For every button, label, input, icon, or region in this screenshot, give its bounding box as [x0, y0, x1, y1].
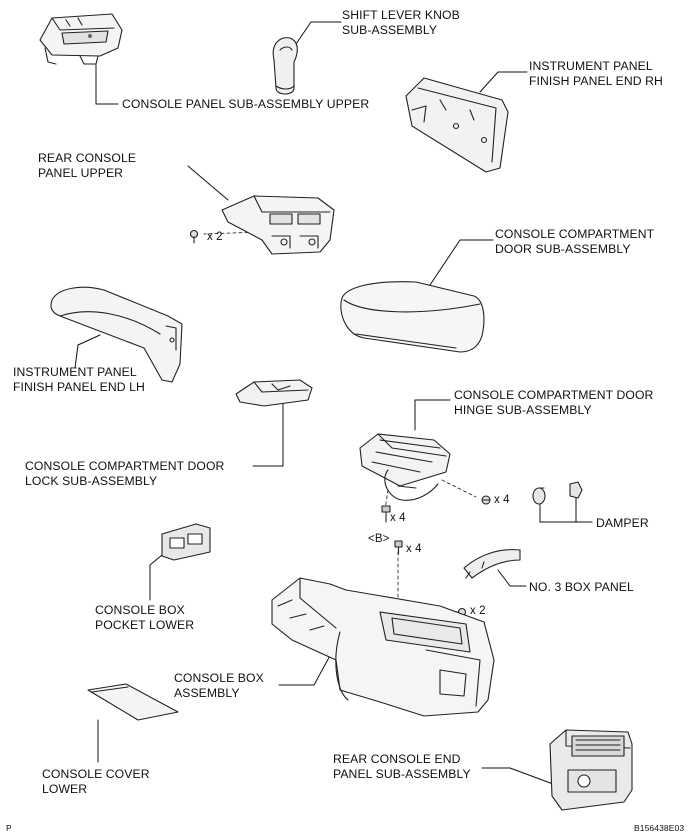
label-finish-panel-lh: INSTRUMENT PANEL FINISH PANEL END LH [13, 365, 145, 395]
label-line: CONSOLE BOX [95, 603, 185, 617]
label-line: DAMPER [596, 516, 649, 530]
label-line: PANEL SUB-ASSEMBLY [333, 767, 471, 781]
label-line: CONSOLE COMPARTMENT DOOR [25, 459, 225, 473]
label-cover-lower: CONSOLE COVER LOWER [42, 767, 150, 797]
label-door-lock: CONSOLE COMPARTMENT DOOR LOCK SUB-ASSEMB… [25, 459, 224, 489]
label-line: REAR CONSOLE END [333, 752, 461, 766]
screw-icon [481, 495, 491, 505]
label-line: CONSOLE COMPARTMENT DOOR [454, 388, 654, 402]
label-line: CONSOLE COVER [42, 767, 150, 781]
label-finish-panel-rh: INSTRUMENT PANEL FINISH PANEL END RH [529, 59, 663, 89]
b-marker: <B> [368, 533, 390, 545]
bolt-icon [394, 540, 403, 555]
compartment-door-part [340, 281, 485, 353]
label-compartment-door: CONSOLE COMPARTMENT DOOR SUB-ASSEMBLY [495, 227, 654, 257]
rear-console-upper-part [221, 195, 335, 255]
cover-lower-part [87, 683, 179, 721]
label-box-assembly: CONSOLE BOX ASSEMBLY [174, 671, 264, 701]
clip-icon [189, 229, 199, 244]
label-line: LOWER [42, 782, 88, 796]
damper-part [532, 487, 546, 505]
label-line: INSTRUMENT PANEL [529, 59, 653, 73]
label-line: LOCK SUB-ASSEMBLY [25, 474, 158, 488]
label-door-hinge: CONSOLE COMPARTMENT DOOR HINGE SUB-ASSEM… [454, 388, 653, 418]
label-line: DOOR SUB-ASSEMBLY [495, 242, 631, 256]
fastener-count-hinge-right: x 4 [494, 494, 510, 506]
label-line: CONSOLE BOX [174, 671, 264, 685]
screw-icon [381, 505, 391, 523]
label-box-pocket-lower: CONSOLE BOX POCKET LOWER [95, 603, 194, 633]
label-console-panel-upper: CONSOLE PANEL SUB-ASSEMBLY UPPER [122, 97, 369, 112]
label-line: INSTRUMENT PANEL [13, 365, 137, 379]
shift-knob-part [272, 37, 298, 95]
figure-code: B156438E03 [634, 823, 685, 833]
label-line: SHIFT LEVER KNOB [342, 8, 460, 22]
label-line: ASSEMBLY [174, 686, 240, 700]
finish-panel-rh-part [405, 77, 509, 173]
door-hinge-part [359, 433, 451, 501]
label-no3-box-panel: NO. 3 BOX PANEL [529, 580, 634, 595]
rear-end-panel-part [549, 729, 633, 811]
label-line: SUB-ASSEMBLY [342, 23, 438, 37]
fastener-count-b-bolts: x 4 [406, 543, 422, 555]
no3-box-panel-part [463, 549, 521, 579]
fastener-count-box-clips: x 2 [470, 605, 486, 617]
finish-panel-lh-part [50, 286, 183, 383]
fastener-count-rear-upper: x 2 [207, 231, 223, 243]
label-line: CONSOLE PANEL SUB-ASSEMBLY UPPER [122, 97, 370, 111]
label-shift-lever-knob: SHIFT LEVER KNOB SUB-ASSEMBLY [342, 8, 460, 38]
console-box-part [271, 577, 495, 717]
fastener-count-hinge-left: x 4 [390, 512, 406, 524]
door-lock-part [235, 379, 313, 407]
label-line: FINISH PANEL END LH [13, 380, 145, 394]
label-line: POCKET LOWER [95, 618, 195, 632]
label-rear-end-panel: REAR CONSOLE END PANEL SUB-ASSEMBLY [333, 752, 471, 782]
corner-mark: P [6, 823, 12, 833]
label-line: REAR CONSOLE [38, 151, 137, 165]
label-damper: DAMPER [596, 516, 649, 531]
label-line: FINISH PANEL END RH [529, 74, 663, 88]
label-line: PANEL UPPER [38, 166, 124, 180]
label-line: CONSOLE COMPARTMENT [495, 227, 655, 241]
leader-lines [74, 21, 593, 785]
label-line: NO. 3 BOX PANEL [529, 580, 634, 594]
label-rear-console-panel-upper: REAR CONSOLE PANEL UPPER [38, 151, 136, 181]
box-pocket-part [161, 523, 211, 561]
damper-part [569, 481, 583, 499]
label-line: HINGE SUB-ASSEMBLY [454, 403, 592, 417]
console-panel-upper-part [39, 13, 123, 65]
